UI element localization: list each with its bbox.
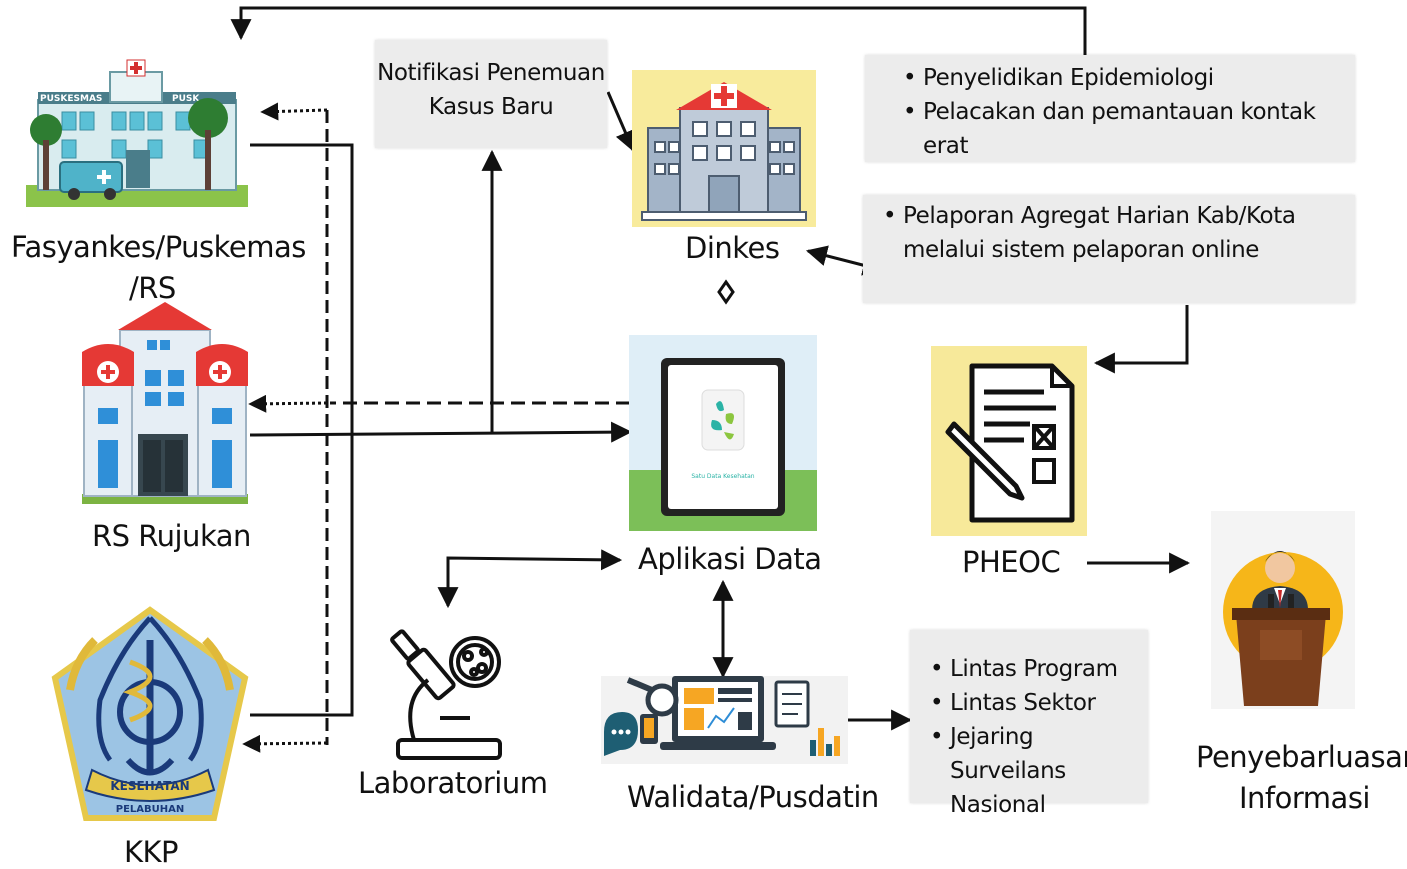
diamond-glyph [717, 279, 735, 305]
pelaporan-box: Pelaporan Agregat Harian Kab/Kota melalui… [863, 195, 1355, 303]
arrow-epidemiologi-to-fasyankes [230, 6, 1087, 55]
lintas-item-1: Lintas Program [930, 652, 1148, 686]
pelaporan-item: Pelaporan Agregat Harian Kab/Kota melalui… [883, 199, 1355, 267]
aplikasi-data-tablet: Satu Data Kesehatan [629, 335, 817, 531]
kkp-emblem: KESEHATAN PELABUHAN [51, 606, 249, 821]
arrow-rs-to-aplikasi [249, 421, 633, 443]
satu-data-caption: Satu Data Kesehatan [691, 473, 754, 480]
puskesmas-sign-right: PUSK [172, 94, 200, 104]
arrow-notifikasi-to-dinkes [606, 91, 636, 152]
walidata-illustration [601, 676, 848, 764]
dotted-to-rs [248, 394, 328, 413]
pelaporan-line2: melalui sistem pelaporan online [903, 237, 1260, 263]
epidemiologi-item-2: Pelacakan dan pemantauan kontak erat [903, 95, 1355, 163]
notifikasi-box: Notifikasi Penemuan Kasus Baru [375, 40, 607, 148]
arrow-pelaporan-to-pheoc [1093, 305, 1189, 374]
puskesmas-sign-left: PUSKESMAS [40, 94, 102, 104]
penyebarluasan-label-line2: Informasi [1239, 781, 1370, 815]
epidemiologi-item-2-line1: Pelacakan dan pemantauan kontak [923, 99, 1316, 125]
kkp-label: KKP [124, 835, 179, 869]
walidata-label: Walidata/Pusdatin [627, 780, 879, 814]
notifikasi-line1: Notifikasi Penemuan [377, 60, 605, 86]
lintas-item-3-line1: Jejaring Surveilans [950, 724, 1066, 784]
dotted-to-fasyankes [260, 102, 328, 121]
epidemiologi-box: Penyelidikan Epidemiologi Pelacakan dan … [865, 55, 1355, 162]
microscope-icon [390, 629, 502, 760]
puskesmas-illustration: PUSKESMAS PUSK [26, 58, 248, 210]
fasyankes-label-line1: Fasyankes/Puskemas [11, 230, 306, 264]
kkp-emblem-text-top: KESEHATAN [110, 779, 189, 793]
lintas-box: Lintas Program Lintas Sektor Jejaring Su… [910, 630, 1148, 818]
penyebarluasan-label-line1: Penyebarluasan [1196, 740, 1407, 774]
aplikasi-data-label: Aplikasi Data [638, 542, 822, 576]
lintas-item-2: Lintas Sektor [930, 686, 1148, 720]
lintas-item-3-line2: Nasional [950, 792, 1046, 818]
rs-rujukan-label: RS Rujukan [92, 519, 251, 553]
kkp-emblem-text-bottom: PELABUHAN [116, 804, 185, 815]
arrow-lab-aplikasi [437, 549, 623, 609]
fasyankes-label-line2: /RS [129, 271, 176, 305]
pheoc-document [931, 346, 1087, 536]
epidemiologi-item-1: Penyelidikan Epidemiologi [903, 61, 1355, 95]
epidemiologi-item-2-line2: erat [923, 133, 969, 159]
pheoc-label: PHEOC [962, 545, 1061, 579]
line-fasyankes-bracket [250, 143, 354, 717]
dinkes-building [632, 70, 816, 227]
hospital-illustration [82, 302, 248, 504]
notifikasi-line2: Kasus Baru [428, 94, 554, 120]
dotted-to-kkp [242, 734, 328, 753]
laboratorium-label: Laboratorium [358, 766, 548, 800]
connectors [230, 6, 1191, 753]
speaker-podium-illustration [1211, 511, 1355, 709]
pelaporan-line1: Pelaporan Agregat Harian Kab/Kota [903, 203, 1296, 229]
dinkes-label: Dinkes [685, 231, 780, 265]
